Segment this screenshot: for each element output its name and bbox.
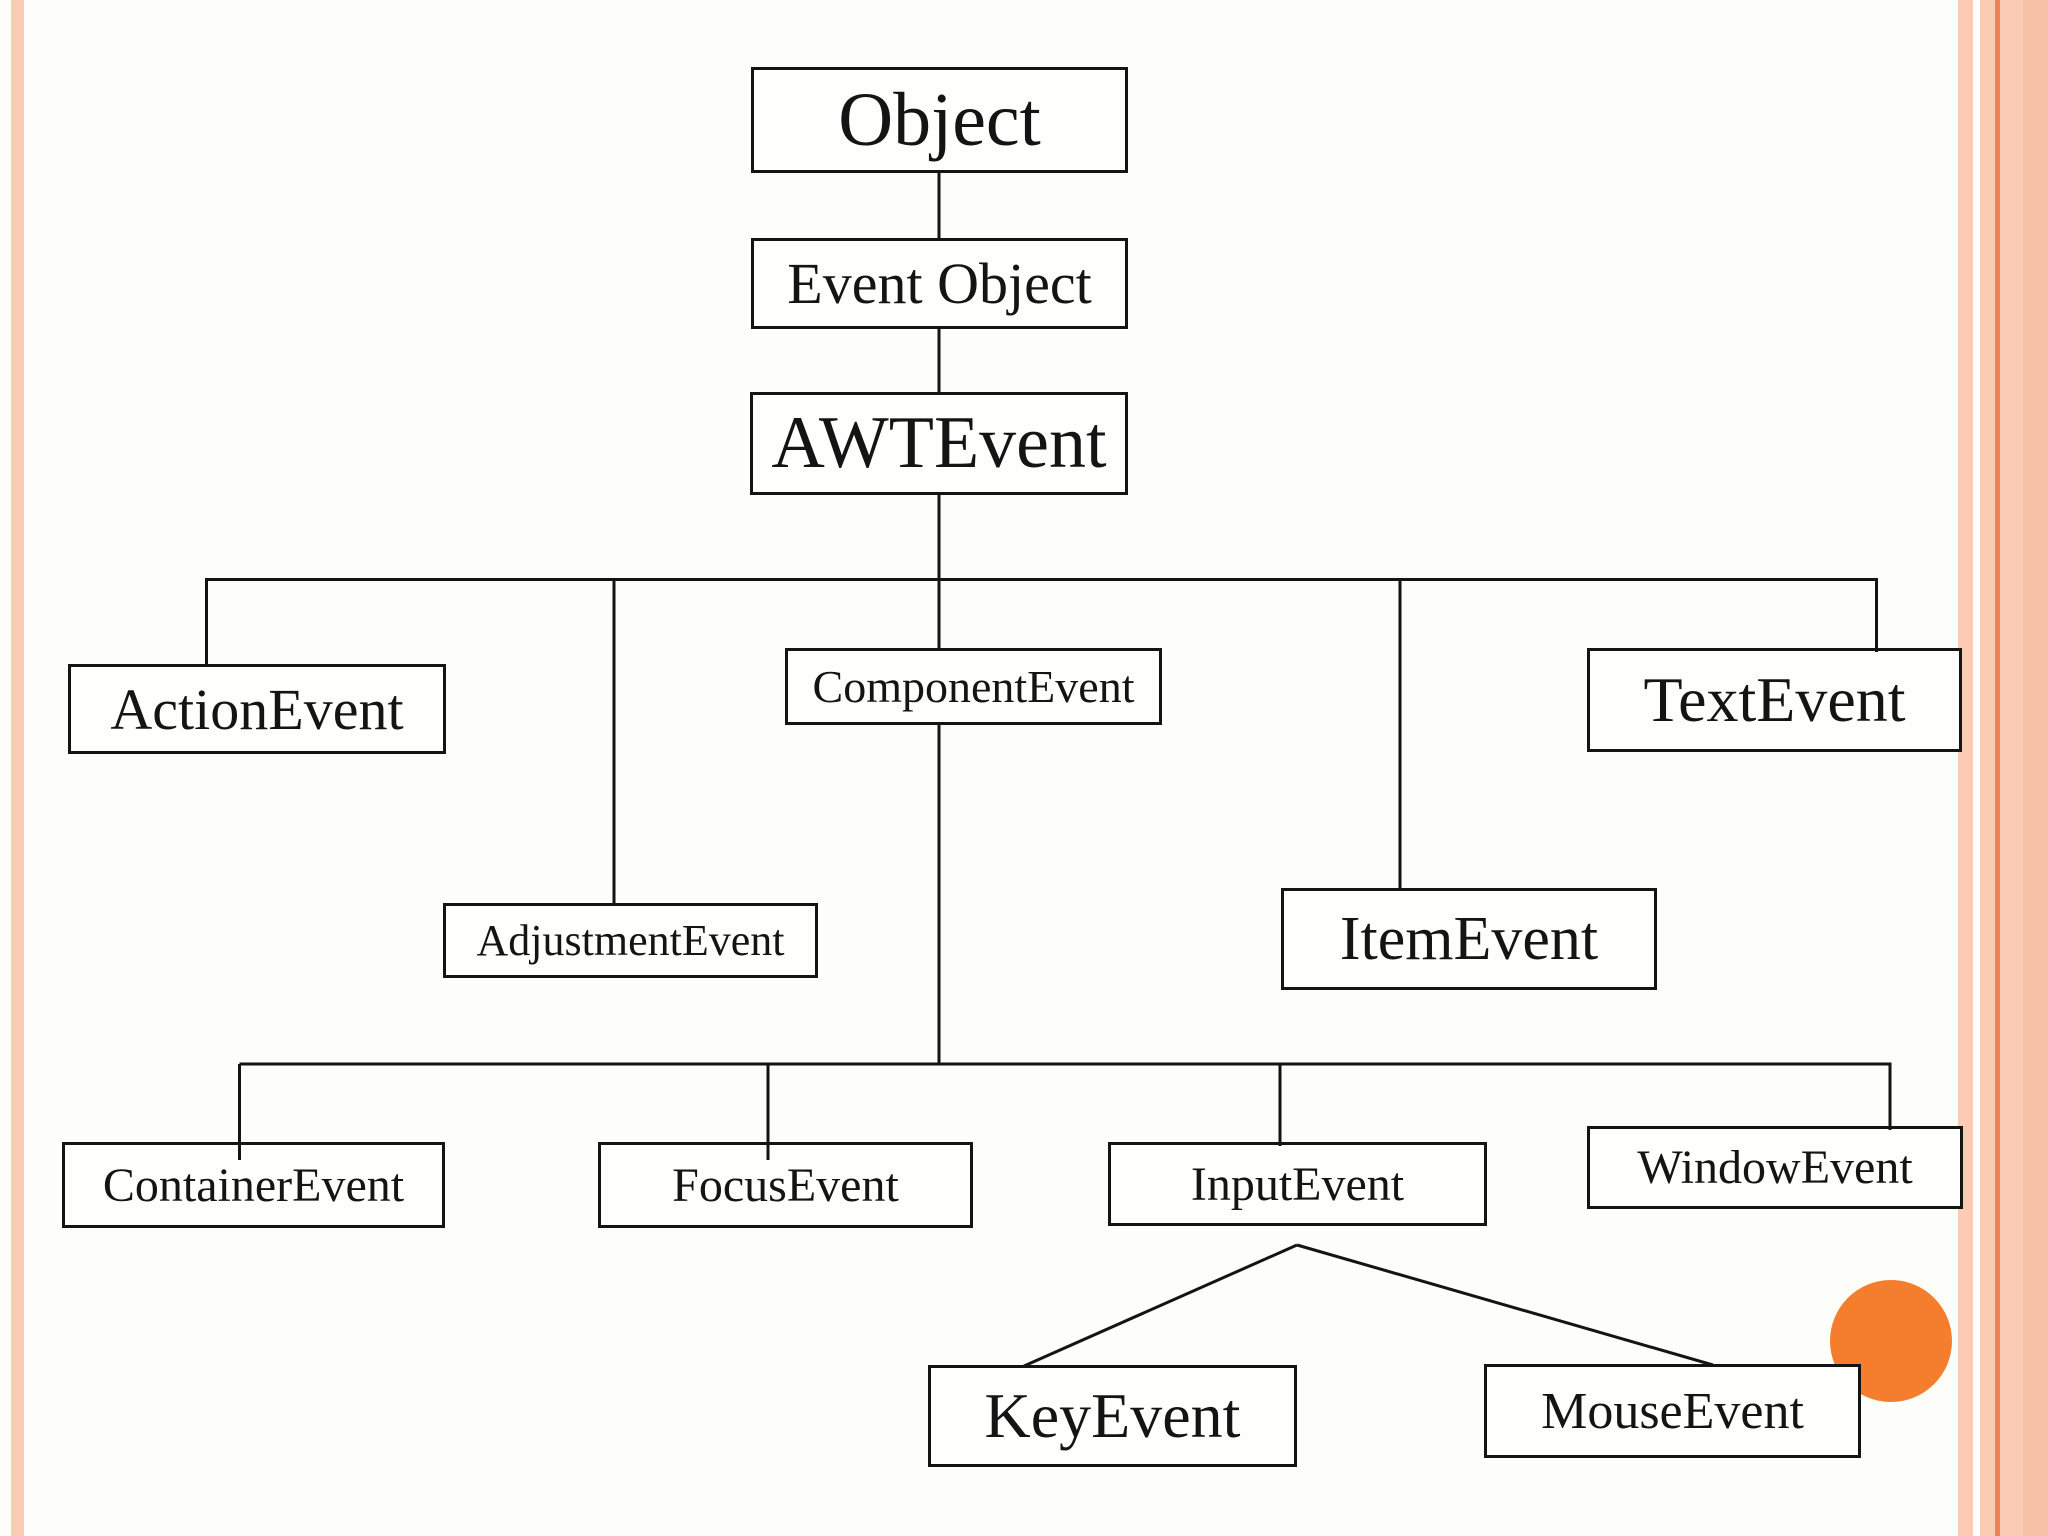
node-adjustment-event-label: AdjustmentEvent [476, 916, 785, 965]
node-container-event: ContainerEvent [62, 1142, 445, 1228]
node-item-event-label: ItemEvent [1339, 904, 1599, 973]
node-container-event-label: ContainerEvent [102, 1158, 405, 1212]
node-object-label: Object [838, 77, 1041, 162]
node-action-event: ActionEvent [68, 664, 446, 754]
node-mouse-event: MouseEvent [1484, 1364, 1861, 1458]
node-adjustment-event: AdjustmentEvent [443, 903, 818, 978]
node-component-event-label: ComponentEvent [812, 661, 1135, 712]
node-window-event: WindowEvent [1587, 1126, 1963, 1209]
right-edge-accent-rule [1995, 0, 2000, 1536]
edge-inputevent-keyevent [1023, 1243, 1298, 1368]
node-window-event-label: WindowEvent [1637, 1141, 1913, 1194]
node-action-event-label: ActionEvent [110, 676, 404, 742]
node-mouse-event-label: MouseEvent [1541, 1382, 1804, 1440]
node-key-event-label: KeyEvent [984, 1380, 1241, 1451]
node-awt-event-label: AWTEvent [771, 402, 1107, 484]
left-edge-stripe [11, 0, 24, 1536]
node-input-event-label: InputEvent [1190, 1157, 1405, 1211]
node-text-event: TextEvent [1587, 648, 1962, 752]
node-key-event: KeyEvent [928, 1365, 1297, 1467]
node-focus-event-label: FocusEvent [672, 1158, 899, 1212]
node-input-event: InputEvent [1108, 1142, 1487, 1226]
node-component-event: ComponentEvent [785, 648, 1162, 725]
right-edge-stripe-dark [2023, 0, 2048, 1536]
edge-inputevent-mouseevent [1296, 1243, 1714, 1367]
right-edge-stripe-thin [1958, 0, 1973, 1536]
node-event-object-label: Event Object [787, 251, 1092, 316]
node-focus-event: FocusEvent [598, 1142, 973, 1228]
node-item-event: ItemEvent [1281, 888, 1657, 990]
node-event-object: Event Object [751, 238, 1128, 329]
node-text-event-label: TextEvent [1643, 664, 1906, 735]
node-object: Object [751, 67, 1128, 173]
node-awt-event: AWTEvent [750, 392, 1128, 495]
